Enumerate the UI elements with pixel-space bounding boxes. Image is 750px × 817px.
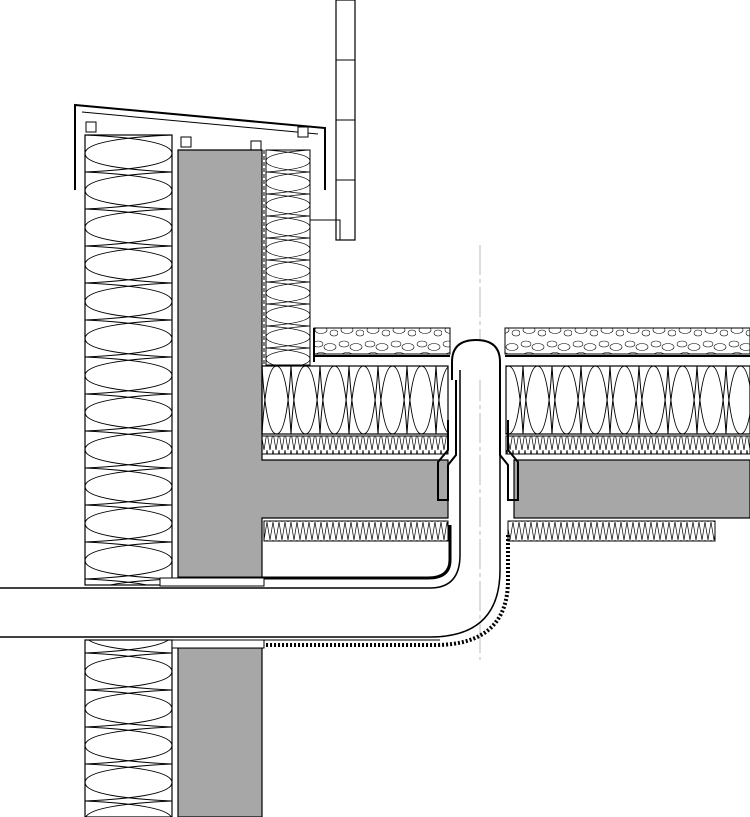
ceiling-insulation-left — [263, 520, 449, 542]
concrete-wall-slab — [177, 149, 449, 579]
concrete-wall-lower — [177, 647, 263, 817]
ceiling-insulation-right — [507, 520, 716, 542]
gravel-ballast-left — [313, 327, 451, 355]
rigid-insulation-right — [505, 435, 750, 455]
pipe-insulation — [178, 535, 510, 647]
parapet-inner-insulation — [265, 149, 311, 366]
roof-insulation-right — [505, 365, 750, 435]
drain-body-left — [437, 380, 457, 501]
drain-body-right — [499, 380, 519, 501]
wall-sleeve-bottom — [171, 639, 265, 649]
wall-sleeve-top — [159, 577, 265, 587]
parapet-coping — [74, 103, 326, 190]
drain-pipe-inner — [0, 370, 461, 589]
drain-pipe-outer — [0, 370, 501, 638]
rigid-insulation-left — [261, 435, 449, 455]
wall-insulation-upper — [84, 134, 173, 586]
drain-gravel-guard — [451, 338, 501, 380]
gravel-ballast-right — [504, 327, 750, 355]
roof-insulation-left — [261, 365, 449, 435]
concrete-slab-right — [513, 459, 750, 519]
wall-insulation-lower — [84, 639, 173, 817]
railing-bracket — [310, 219, 341, 240]
